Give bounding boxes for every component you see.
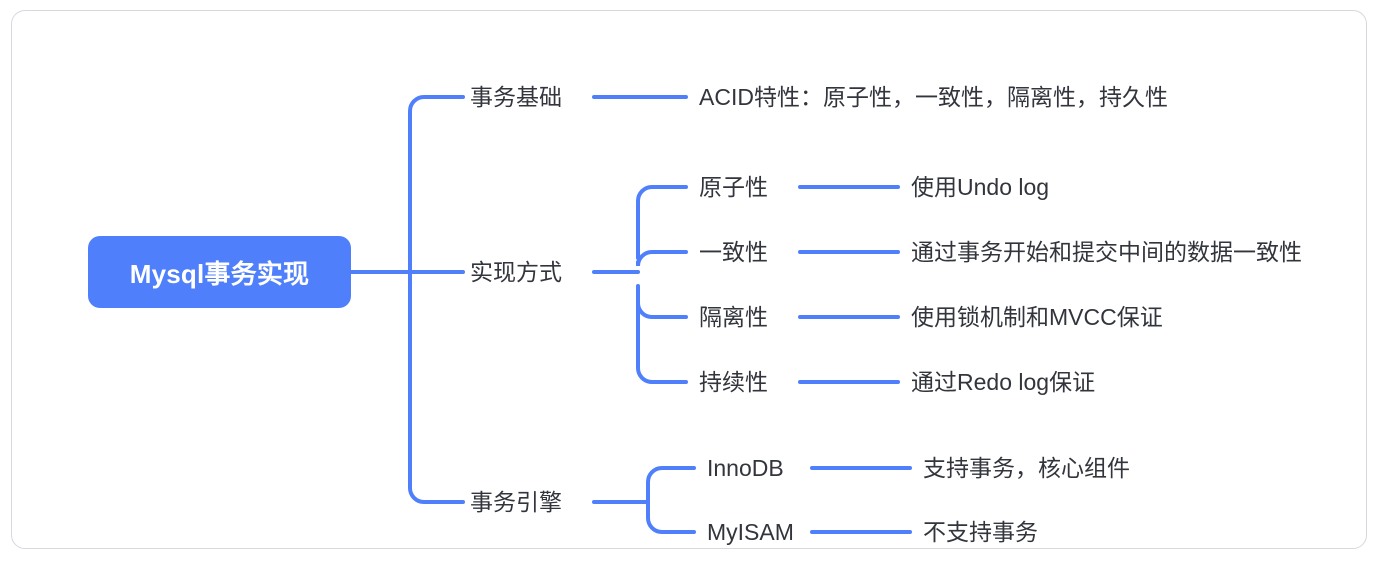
leaf-node-myisam-detail[interactable]: 不支持事务: [923, 519, 1038, 545]
branch-node-implementation[interactable]: 实现方式: [470, 259, 562, 285]
leaf-node-consistency-detail[interactable]: 通过事务开始和提交中间的数据一致性: [911, 239, 1302, 265]
root-node-label: Mysql事务实现: [129, 258, 310, 289]
root-node[interactable]: Mysql事务实现: [88, 236, 351, 308]
leaf-node-durability-detail[interactable]: 通过Redo log保证: [911, 369, 1096, 395]
leaf-node-atomicity-detail[interactable]: 使用Undo log: [911, 174, 1050, 200]
child-node-isolation[interactable]: 隔离性: [699, 304, 768, 330]
leaf-node-isolation-detail[interactable]: 使用锁机制和MVCC保证: [911, 304, 1163, 330]
branch-node-transaction-basics[interactable]: 事务基础: [470, 84, 562, 110]
leaf-node-innodb-detail[interactable]: 支持事务，核心组件: [923, 455, 1130, 481]
child-node-myisam[interactable]: MyISAM: [707, 519, 794, 545]
child-node-consistency[interactable]: 一致性: [699, 239, 768, 265]
child-node-atomicity[interactable]: 原子性: [699, 174, 768, 200]
child-node-innodb[interactable]: InnoDB: [707, 455, 784, 481]
leaf-node-acid-properties[interactable]: ACID特性：原子性，一致性，隔离性，持久性: [699, 84, 1168, 110]
child-node-durability[interactable]: 持续性: [699, 369, 768, 395]
branch-node-transaction-engine[interactable]: 事务引擎: [470, 489, 562, 515]
